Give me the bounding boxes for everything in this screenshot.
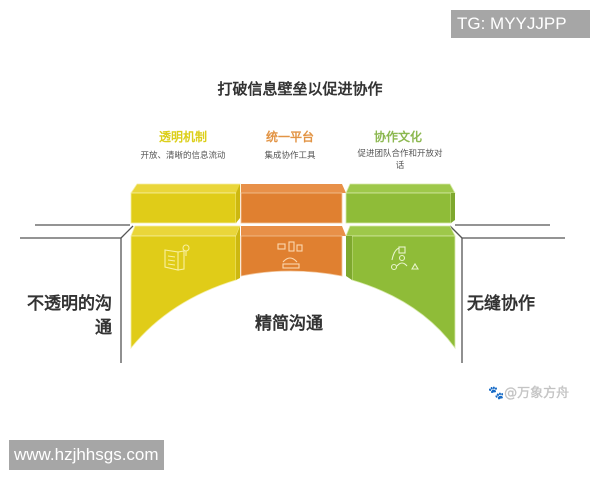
label-opaque-line2: 通 [95, 318, 112, 338]
diagram-title: 打破信息壁垒以促进协作 [217, 80, 383, 98]
desc-collab-culture-line1: 促进团队合作和开放对 [357, 149, 443, 159]
desc-collab-culture-line2: 话 [395, 161, 405, 171]
ground-lines [20, 224, 565, 363]
label-seamless-collaboration: 无缝协作 [467, 294, 535, 314]
arch-yellow [130, 225, 241, 350]
watermark-tg: TG: MYYJJPP [451, 10, 590, 38]
watermark-url: www.hzjhhsgs.com [9, 440, 164, 470]
desc-unified-platform: 集成协作工具 [264, 151, 316, 161]
author-credit: 🐾@万象方舟 [488, 386, 570, 401]
arch-green [345, 225, 456, 350]
label-opaque-communication: 不透明的沟 通 [22, 292, 112, 340]
heading-collab-culture: 协作文化 [373, 130, 422, 144]
top-block-yellow [130, 183, 241, 224]
heading-unified-platform: 统一平台 [265, 130, 314, 144]
label-opaque-line1: 不透明的沟 [27, 294, 112, 314]
label-streamlined-communication: 精简沟通 [255, 314, 323, 334]
team-shapes-icon [390, 246, 419, 271]
desc-transparency: 开放、清晰的信息流动 [140, 151, 226, 161]
top-block-orange [240, 184, 346, 224]
arch-orange [240, 226, 346, 277]
devices-router-icon [277, 241, 303, 269]
top-block-green [345, 183, 456, 224]
heading-transparency: 透明机制 [158, 130, 207, 144]
desc-collab-culture: 促进团队合作和开放对 话 [350, 148, 450, 172]
book-lightbulb-icon [164, 244, 190, 271]
